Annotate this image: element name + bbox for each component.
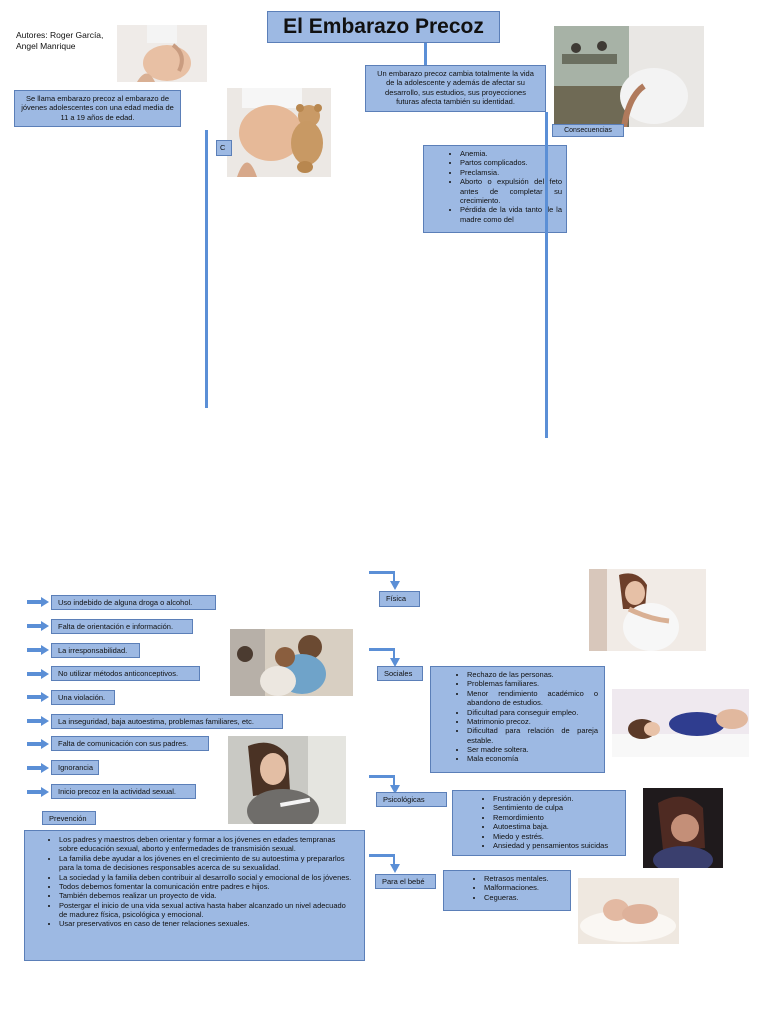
cause-item: La inseguridad, baja autoestima, problem… [51, 714, 283, 729]
arrow-right-icon [27, 597, 49, 607]
pregnant-teddy-photo [227, 88, 331, 177]
arrow-right-icon [27, 621, 49, 631]
intro-text: Un embarazo precoz cambia totalmente la … [377, 69, 534, 107]
list-item: Frustración y depresión. [493, 794, 619, 803]
cause-item: Una violación. [51, 690, 115, 705]
intro-box: Un embarazo precoz cambia totalmente la … [365, 65, 546, 112]
consequences-connector-line [545, 112, 548, 438]
list-item: Pérdida de la vida tanto de la madre com… [460, 205, 562, 224]
arrow-right-icon [27, 692, 49, 702]
cause-item: Falta de comunicación con sus padres. [51, 736, 209, 751]
authors: Autores: Roger García, Angel Manrique [16, 30, 104, 52]
cause-item: La irresponsabilidad. [51, 643, 140, 658]
prevention-label: Prevención [42, 811, 96, 825]
list-item: Sentimiento de culpa [493, 803, 619, 812]
prevention-list: Los padres y maestros deben orientar y f… [45, 835, 356, 929]
girls-embracing-photo [230, 629, 353, 696]
cause-item: No utilizar métodos anticonceptivos. [51, 666, 200, 681]
list-item: Malformaciones. [484, 883, 564, 892]
arrow-right-icon [27, 763, 49, 773]
list-item: Los padres y maestros deben orientar y f… [59, 835, 356, 854]
baby-list: Retrasos mentales. Malformaciones. Cegue… [470, 874, 564, 902]
social-box: Rechazo de las personas. Problemas famil… [430, 666, 605, 773]
title-connector [424, 43, 427, 65]
cause-item: Ignorancia [51, 760, 99, 775]
physical-label: Física [379, 591, 420, 607]
social-label: Sociales [377, 666, 423, 681]
sleeping-baby-photo [578, 878, 679, 944]
list-item: Autoestima baja. [493, 822, 619, 831]
list-item: Dificultad para conseguir empleo. [467, 708, 598, 717]
list-item: Partos complicados. [460, 158, 562, 167]
cause-item: Falta de orientación e información. [51, 619, 193, 634]
bent-arrow-icon [369, 571, 400, 590]
consequences-box: Anemia. Partos complicados. Preclamsia. … [423, 145, 567, 233]
worried-girl-test-photo [228, 736, 346, 824]
list-item: Dificultad para relación de pareja estab… [467, 726, 598, 745]
list-item: Problemas familiares. [467, 679, 598, 688]
arrow-right-icon [27, 739, 49, 749]
list-item: Menor rendimiento académico o abandono d… [467, 689, 598, 708]
consequences-list: Anemia. Partos complicados. Preclamsia. … [448, 149, 562, 224]
bent-arrow-icon [369, 854, 400, 873]
definition-box: Se llama embarazo precoz al embarazo de … [14, 90, 181, 127]
list-item: Ser madre soltera. [467, 745, 598, 754]
list-item: Postergar el inicio de una vida sexual a… [59, 901, 356, 920]
list-item: Cegueras. [484, 893, 564, 902]
morning-sickness-photo [589, 569, 706, 651]
list-item: La familia debe ayudar a los jóvenes en … [59, 854, 356, 873]
prevention-box: Los padres y maestros deben orientar y f… [24, 830, 365, 961]
list-item: Ansiedad y pensamientos suicidas [493, 841, 619, 850]
causes-label-partial: C [216, 140, 232, 156]
arrow-right-icon [27, 645, 49, 655]
list-item: Aborto o expulsión del feto antes de com… [460, 177, 562, 205]
social-list: Rechazo de las personas. Problemas famil… [453, 670, 598, 764]
list-item: Retrasos mentales. [484, 874, 564, 883]
list-item: La sociedad y la familia deben contribui… [59, 873, 356, 882]
arrow-right-icon [27, 716, 49, 726]
lying-pregnant-photo [612, 689, 749, 757]
list-item: Anemia. [460, 149, 562, 158]
arrow-right-icon [27, 669, 49, 679]
psych-list: Frustración y depresión. Sentimiento de … [479, 794, 619, 850]
definition-text: Se llama embarazo precoz al embarazo de … [21, 94, 174, 122]
sad-girl-photo [643, 788, 723, 868]
baby-box: Retrasos mentales. Malformaciones. Cegue… [443, 870, 571, 911]
list-item: Remordimiento [493, 813, 619, 822]
cause-item: Inicio precoz en la actividad sexual. [51, 784, 196, 799]
pregnant-classroom-photo [554, 26, 704, 127]
pregnant-belly-photo [117, 25, 207, 82]
page-title: El Embarazo Precoz [267, 11, 500, 43]
list-item: Todos debemos fomentar la comunicación e… [59, 882, 356, 891]
list-item: Rechazo de las personas. [467, 670, 598, 679]
baby-label: Para el bebé [375, 874, 436, 889]
list-item: Usar preservativos en caso de tener rela… [59, 919, 356, 928]
list-item: Preclamsia. [460, 168, 562, 177]
arrow-right-icon [27, 787, 49, 797]
bent-arrow-icon [369, 648, 400, 667]
list-item: Matrimonio precoz. [467, 717, 598, 726]
list-item: También debemos realizar un proyecto de … [59, 891, 356, 900]
bent-arrow-icon [369, 775, 400, 794]
causes-connector-line [205, 130, 208, 408]
psych-label: Psicológicas [376, 792, 447, 807]
cause-item: Uso indebido de alguna droga o alcohol. [51, 595, 216, 610]
list-item: Mala economía [467, 754, 598, 763]
consequences-label: Consecuencias [552, 124, 624, 137]
list-item: Miedo y estrés. [493, 832, 619, 841]
psych-box: Frustración y depresión. Sentimiento de … [452, 790, 626, 856]
